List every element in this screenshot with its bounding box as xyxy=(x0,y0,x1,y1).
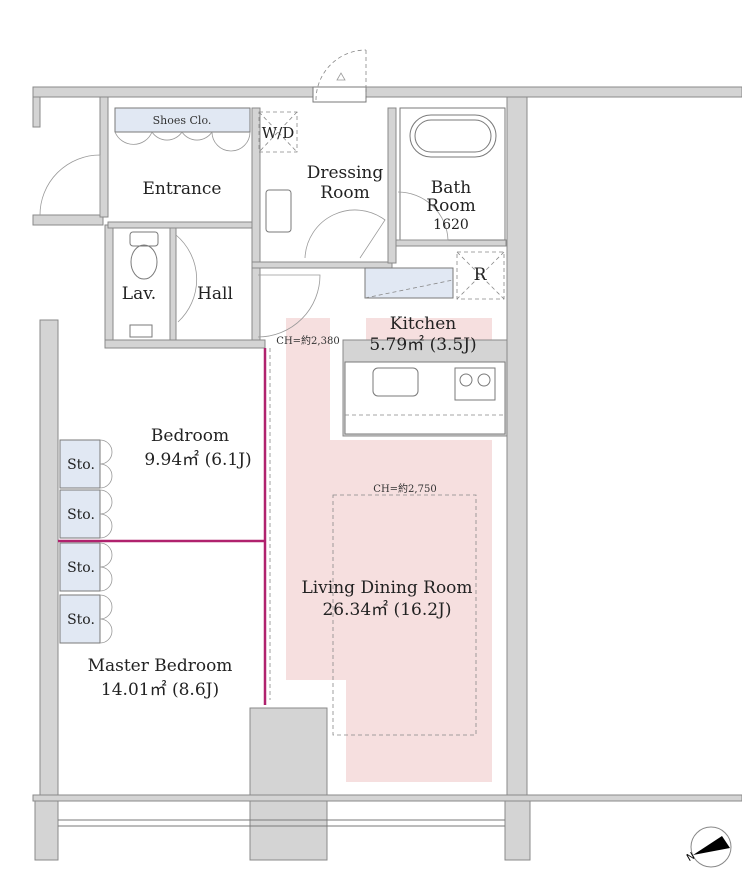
bath-room-size: 1620 xyxy=(433,217,469,233)
storage-label: Sto. xyxy=(67,457,95,473)
ceiling-height-hall: CH=約2,380 xyxy=(276,334,339,347)
storage-label: Sto. xyxy=(67,560,95,576)
bedroom-area: 9.94㎡ (6.1J) xyxy=(144,450,251,470)
entrance-label: Entrance xyxy=(143,179,222,199)
compass-icon: N xyxy=(685,826,732,868)
storage-label: Sto. xyxy=(67,507,95,523)
refrigerator-label: R xyxy=(474,265,488,285)
compass-north-label: N xyxy=(685,851,697,864)
shoes-closet-label: Shoes Clo. xyxy=(153,114,212,127)
washer-dryer-label: W/D xyxy=(262,124,295,142)
lavatory-label: Lav. xyxy=(122,284,156,304)
bedroom-label: Bedroom xyxy=(151,426,229,446)
kitchen-label: Kitchen xyxy=(390,314,456,334)
storage-label: Sto. xyxy=(67,612,95,628)
dressing-room-label-2: Room xyxy=(320,183,369,203)
living-dining-area: 26.34㎡ (16.2J) xyxy=(322,600,451,620)
living-dining-label: Living Dining Room xyxy=(301,578,472,598)
living-area-highlight xyxy=(286,318,492,782)
bath-room-label-1: Bath xyxy=(431,178,471,198)
kitchen-area: 5.79㎡ (3.5J) xyxy=(369,335,476,355)
bath-room-label-2: Room xyxy=(426,196,475,216)
ceiling-height-living: CH=約2,750 xyxy=(373,482,436,495)
walls xyxy=(32,86,742,861)
movable-partition xyxy=(58,348,267,705)
master-bedroom-label: Master Bedroom xyxy=(88,656,233,676)
hall-label: Hall xyxy=(197,284,233,304)
master-bedroom-area: 14.01㎡ (8.6J) xyxy=(101,680,219,700)
dressing-room-label-1: Dressing xyxy=(307,163,384,183)
storage-closets xyxy=(59,439,113,644)
